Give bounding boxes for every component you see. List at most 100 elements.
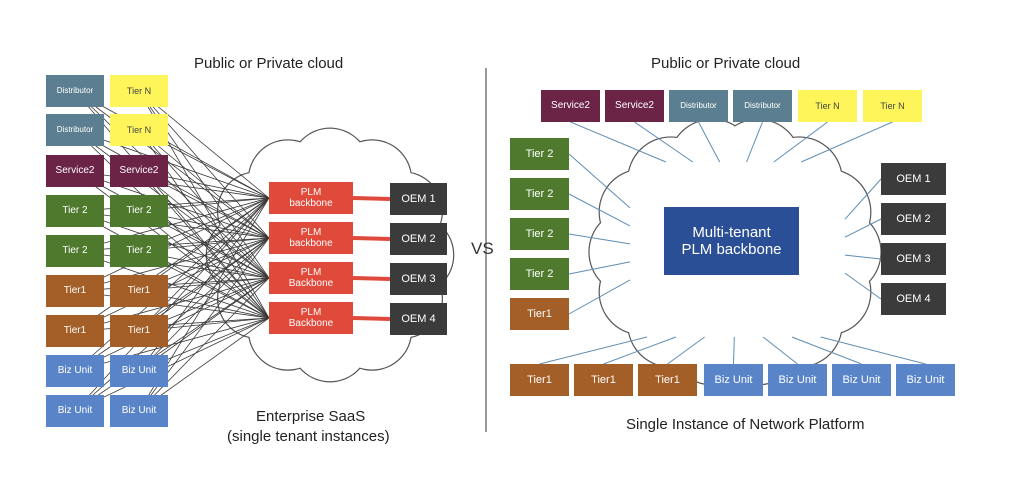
- left-participant-tier1: Tier1: [110, 315, 168, 347]
- spoke-line: [539, 336, 648, 365]
- plm-backbone-box-line2: Backbone: [288, 318, 334, 329]
- right-bottom-biz-unit: Biz Unit: [704, 364, 763, 396]
- spoke-line: [570, 121, 667, 163]
- mesh-line: [74, 237, 270, 412]
- right-top-service: Service2: [605, 90, 664, 122]
- left-participant-tier1: Tier1: [46, 315, 104, 347]
- left-oem-box: OEM 2: [390, 223, 447, 255]
- spoke-line: [844, 178, 882, 220]
- spoke-line: [733, 336, 735, 365]
- left-oem-box: OEM 4: [390, 303, 447, 335]
- plm-backbone-box-line2: Backbone: [288, 278, 334, 289]
- left-participant-tier-n: Tier N: [110, 114, 168, 146]
- mesh-line: [74, 197, 270, 332]
- left-participant-tier-n: Tier N: [110, 75, 168, 107]
- spoke-line: [568, 261, 631, 275]
- mesh-line: [74, 90, 270, 239]
- spoke-line: [667, 336, 705, 365]
- spoke-line: [568, 279, 631, 315]
- left-participant-distributor: Distributor: [46, 75, 104, 107]
- left-participant-biz-unit: Biz Unit: [110, 395, 168, 427]
- right-bottom-biz-unit: Biz Unit: [896, 364, 955, 396]
- left-caption-line2: (single tenant instances): [227, 428, 390, 445]
- spoke-line: [844, 218, 882, 238]
- spoke-line: [773, 121, 828, 163]
- left-participant-tier1: Tier1: [110, 275, 168, 307]
- plm-backbone-box-line1: PLM: [300, 226, 322, 238]
- mesh-line: [74, 197, 270, 212]
- mesh-line: [74, 277, 270, 412]
- left-participant-biz-unit: Biz Unit: [46, 395, 104, 427]
- spoke-line: [844, 272, 882, 300]
- backbone-oem-connector: [352, 196, 391, 201]
- mesh-line: [74, 317, 270, 412]
- plm-backbone-box-line2: backbone: [289, 198, 333, 209]
- right-left-tier2: Tier 2: [510, 218, 569, 250]
- backbone-oem-connector: [352, 236, 391, 241]
- mesh-line: [138, 277, 270, 412]
- right-oem-box: OEM 3: [881, 243, 946, 275]
- right-top-tier-n: Tier N: [798, 90, 857, 122]
- mesh-line: [74, 197, 270, 252]
- left-participant-service: Service2: [110, 155, 168, 187]
- backbone-oem-connector: [352, 316, 391, 321]
- left-title: Public or Private cloud: [194, 55, 344, 72]
- left-oem-box: OEM 3: [390, 263, 447, 295]
- multi-tenant-backbone-box-line2: PLM backbone: [681, 241, 782, 258]
- right-left-tier2: Tier 2: [510, 258, 569, 290]
- left-participant-tier2: Tier 2: [110, 195, 168, 227]
- left-participant-tier2: Tier 2: [46, 195, 104, 227]
- left-participant-distributor: Distributor: [46, 114, 104, 146]
- left-participant-biz-unit: Biz Unit: [46, 355, 104, 387]
- mesh-line: [138, 90, 270, 199]
- left-oem-box: OEM 1: [390, 183, 447, 215]
- multi-tenant-backbone-box-line1: Multi-tenant: [692, 223, 771, 241]
- right-bottom-biz-unit: Biz Unit: [768, 364, 827, 396]
- mesh-line: [74, 197, 270, 292]
- spoke-line: [634, 121, 694, 163]
- mesh-line: [74, 90, 270, 199]
- plm-backbone-box-line2: backbone: [289, 238, 333, 249]
- vs-label: VS: [471, 239, 494, 258]
- left-participant-tier2: Tier 2: [46, 235, 104, 267]
- spoke-line: [844, 254, 882, 260]
- left-participant-tier1: Tier1: [46, 275, 104, 307]
- spoke-line: [820, 336, 926, 365]
- mesh-line: [74, 170, 270, 199]
- right-caption: Single Instance of Network Platform: [626, 416, 865, 433]
- spoke-line: [698, 121, 721, 163]
- right-left-tier1: Tier1: [510, 298, 569, 330]
- left-participant-tier2: Tier 2: [110, 235, 168, 267]
- spoke-line: [603, 336, 676, 365]
- spoke-line: [800, 121, 893, 163]
- mesh-line: [74, 129, 270, 199]
- right-title: Public or Private cloud: [651, 55, 801, 72]
- plm-backbone-box-line1: PLM: [300, 266, 322, 278]
- spoke-line: [568, 233, 631, 245]
- plm-backbone-box-line1: PLM: [300, 186, 322, 198]
- spoke-line: [568, 193, 631, 227]
- right-oem-box: OEM 1: [881, 163, 946, 195]
- right-top-tier-n: Tier N: [863, 90, 922, 122]
- right-oem-box: OEM 4: [881, 283, 946, 315]
- mesh-line: [138, 197, 270, 332]
- spoke-line: [568, 153, 631, 209]
- right-top-service: Service2: [541, 90, 600, 122]
- right-bottom-tier1: Tier1: [510, 364, 569, 396]
- spoke-line: [762, 336, 798, 365]
- right-bottom-tier1: Tier1: [574, 364, 633, 396]
- right-top-distributor: Distributor: [669, 90, 728, 122]
- mesh-line: [74, 197, 270, 372]
- plm-backbone-box-line1: PLM: [300, 306, 322, 318]
- left-participant-biz-unit: Biz Unit: [110, 355, 168, 387]
- left-participant-service: Service2: [46, 155, 104, 187]
- right-oem-box: OEM 2: [881, 203, 946, 235]
- backbone-oem-connector: [352, 276, 391, 281]
- mesh-line: [74, 197, 270, 412]
- right-bottom-tier1: Tier1: [638, 364, 697, 396]
